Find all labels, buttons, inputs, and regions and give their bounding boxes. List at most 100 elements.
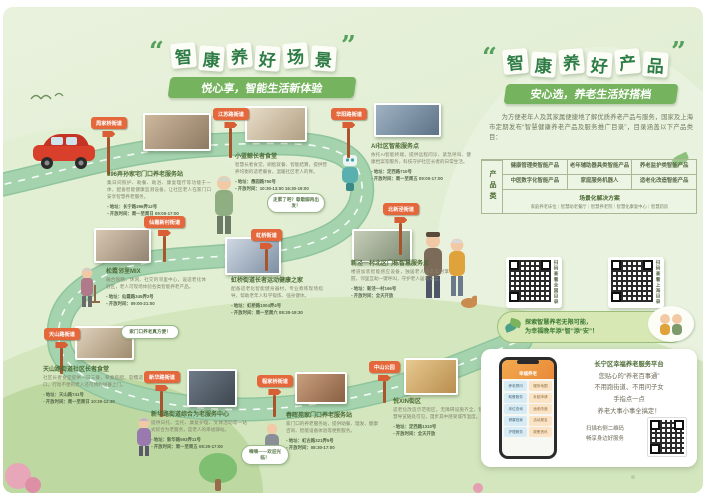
title-char: 康 [198, 45, 225, 72]
station-desc: 适老化改造示范街区，无障碍设施齐全，智慧导览随处可见，漫步其中感受城市温度。 [393, 407, 483, 419]
signpost: 程家桥街道 [257, 375, 293, 417]
scan-hint: 扫描右侧二维码 畅享身边好服务 [567, 425, 643, 444]
station-desc: 依托AI智能终端，提供远程问诊、紧急呼叫、健康档案等服务，科技守护社区长者的日常… [371, 152, 471, 164]
phone-screen: 幸福养老 养老顾问服务地图助餐服务补贴申请床位查询适老改造健康档案活动报名护理服… [502, 360, 554, 456]
station-photo [225, 237, 281, 275]
station-desc: 楼道加装智能感应设备，独居老人动态实时掌握，邻里互助一键呼叫，守护老人居家安全。 [351, 269, 449, 281]
intro-paragraph: 为方便老年人及其家属便捷地了解优质养老产品与服务，国家及上海市定期发布“智慧健康… [489, 114, 693, 142]
signpost-label: 华阳路街道 [331, 108, 367, 120]
station-title: 小蓝鲸长者食堂 [235, 154, 278, 160]
signpost: 新华路街道 [144, 371, 180, 417]
platform-card: 幸福养老 养老顾问服务地图助餐服务补贴申请床位查询适老改造健康档案活动报名护理服… [481, 349, 697, 467]
station-desc: 智慧长者食堂，刷脸就餐、智能结算，提供营养均衡的适老餐食，温暖社区老人的胃。 [235, 162, 327, 174]
left-title: 智 康 养 好 场 景 [169, 41, 337, 72]
phone-app-grid: 养老顾问服务地图助餐服务补贴申请床位查询适老改造健康档案活动报名护理服务政策资讯 [502, 379, 554, 439]
signpost-arrow [158, 230, 172, 236]
elderly-couple-sticker [648, 306, 694, 342]
station-block: 虹桥街道长者运动健康之家 配备适老化智能健身器材，专业教练现场指导，帮助老年人科… [231, 275, 323, 316]
station-photo [404, 358, 458, 395]
signpost-arrow [394, 217, 408, 223]
quote-close: ” [341, 31, 356, 61]
station-address: 地址：新华路593弄11号 [151, 436, 247, 443]
station-title: 松霞邻里MIX [106, 269, 141, 275]
qr-pattern [509, 260, 551, 302]
qr-code-platform [647, 417, 687, 457]
station-address: 地址：天山路741号 [43, 391, 143, 398]
station-hours: 开放时间：全天开放 [393, 430, 483, 437]
title-char: 好 [586, 51, 613, 78]
scan-line: 扫描右侧二维码 [586, 426, 624, 432]
title-char: 养 [225, 41, 254, 70]
signpost-pole [264, 249, 268, 271]
title-char: 产 [613, 47, 642, 76]
signpost-arrow [55, 342, 69, 348]
platform-line: 长宁区幸福养老服务平台 [594, 361, 664, 368]
signpost: 江苏路街道 [213, 108, 249, 158]
slogan-text: 探索智慧养老无限可能， 为幸福晚年添“智”添“安”！ [525, 318, 598, 336]
phone-app-tile: 适老改造 [528, 404, 552, 414]
flower-icon [25, 477, 41, 493]
station-title: 春晖苑家门口养老服务站 [286, 413, 353, 419]
title-char: 康 [530, 51, 557, 78]
title-char: 智 [169, 41, 198, 70]
leaf-icon [505, 319, 521, 335]
title-char: 场 [281, 41, 310, 70]
table-cell: 中医数字化智能产品 [502, 173, 567, 189]
smart-elderlycare-poster: “ 智 康 养 好 场 景 ” 悦心享，智能生活新体验 “ 智 康 养 好 产 … [3, 7, 703, 493]
table-cell: 家庭服务机器人 [566, 173, 632, 189]
station-address: 地址：新泾一村166号 [351, 285, 449, 292]
signpost-pole [382, 381, 386, 403]
quote-close: ” [671, 37, 686, 67]
station-hours: 开放时间：周一至周日 09:00-17:00 [107, 210, 211, 217]
station-title: AI社区智能服务点 [371, 144, 420, 150]
left-subtitle: 悦心享，智能生活新体验 [167, 77, 357, 98]
platform-line: 养老大事小事全搞定！ [597, 407, 661, 415]
speech-bubble: 嘀嘀——欢迎光临！ [241, 445, 289, 465]
station-block: 396弄孙家宅门口养老服务站 集日间照护、助餐、助浴、康复理疗等功能于一体，配备… [107, 169, 211, 217]
signpost: 天山路街道 [44, 328, 80, 374]
station-desc: 提供日托、全托、康复护理、文体活动等一站式综合为老服务，是老人的幸福驿站。 [151, 420, 247, 432]
station-block: 新华路街道综合为老服务中心 提供日托、全托、康复护理、文体活动等一站式综合为老服… [151, 409, 247, 450]
signpost: 中山公园 [369, 361, 400, 403]
platform-line: 您贴心的“养老百事通” [598, 372, 660, 380]
title-char: 养 [557, 47, 586, 76]
table-cell: 适老化改造智能产品 [631, 173, 696, 189]
signpost: 北新泾街道 [383, 203, 419, 255]
station-photo [187, 369, 237, 407]
signpost-label: 新华路街道 [144, 371, 180, 383]
table-cell: 老年辅助器具类智能产品 [566, 160, 632, 174]
phone-app-tile: 健康档案 [504, 415, 528, 426]
station-address: 地址：虹古路321弄5号 [286, 437, 378, 444]
station-hours: 开放时间：周一至周五 09:00-17:00 [371, 175, 471, 182]
title-char: 品 [642, 51, 669, 78]
station-photo [143, 113, 211, 151]
phone-app-tile: 助餐服务 [504, 392, 528, 403]
signpost-pole [163, 236, 167, 262]
signpost-label: 周家桥街道 [91, 117, 127, 129]
slogan-line2: 为幸福晚年添“智”添“安”！ [525, 328, 599, 335]
slogan-banner: 探索智慧养老无限可能， 为幸福晚年添“智”添“安”！ [497, 306, 694, 343]
qr-pattern [611, 260, 653, 302]
flower-icon [473, 483, 483, 493]
station-block: 春晖苑家门口养老服务站 家门口的养老服务站，提供助餐、理发、健康咨询、智能设备体… [286, 410, 378, 451]
station-title: 天山路街道社区长者食堂 [43, 367, 110, 373]
phone-app-tile: 护理服务 [504, 427, 528, 437]
station-block: AI社区智能服务点 依托AI智能终端，提供远程问诊、紧急呼叫、健康档案等服务，科… [371, 141, 471, 182]
footer-items: 家庭养老床位｜智慧助老餐厅｜智慧养老院｜智慧化康复中心｜智慧药房 [530, 203, 669, 209]
station-hours: 开放时间：08:30-17:00 [286, 444, 378, 451]
title-char: 智 [501, 47, 530, 76]
qr-label: 扫码查看全国目录 [554, 260, 559, 305]
phone-app-header: 幸福养老 [502, 360, 554, 379]
signpost: 周家桥街道 [91, 117, 127, 175]
signpost-label: 虹桥街道 [251, 229, 282, 241]
table-footer-cell: 场景化解决方案 家庭养老床位｜智慧助老餐厅｜智慧养老院｜智慧化康复中心｜智慧药房 [502, 188, 696, 213]
signpost-arrow [224, 122, 238, 128]
qr-code-shanghai: 扫码查看上海目录 [608, 257, 664, 308]
station-desc: 家门口的养老服务站，提供助餐、理发、健康咨询、智能设备体验等便民服务。 [286, 421, 378, 433]
tree-icon [199, 453, 237, 483]
title-char: 好 [254, 45, 281, 72]
phone-mockup: 幸福养老 养老顾问服务地图助餐服务补贴申请床位查询适老改造健康档案活动报名护理服… [499, 357, 557, 459]
quote-open: “ [482, 43, 497, 73]
signpost-arrow [377, 375, 391, 381]
station-title: 396弄孙家宅门口养老服务站 [107, 172, 184, 178]
